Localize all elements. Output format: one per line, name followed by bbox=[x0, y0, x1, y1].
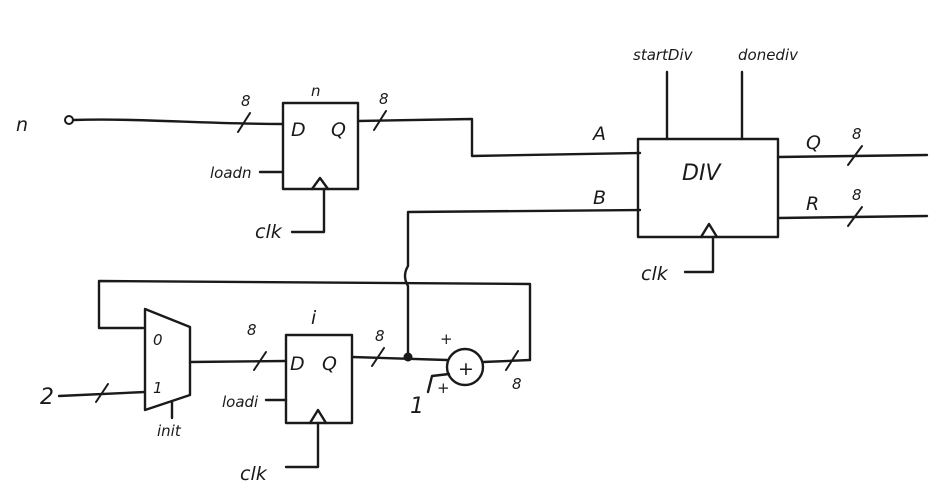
clk-label-i: clk bbox=[240, 463, 268, 485]
div-start-label: startDiv bbox=[633, 46, 694, 64]
wire-feedback-loop bbox=[97, 279, 532, 362]
register-n-port-q: Q bbox=[331, 119, 346, 141]
bus-slash-n-out bbox=[373, 110, 387, 131]
mux-shape bbox=[143, 307, 192, 412]
register-i-clock-triangle bbox=[308, 408, 328, 425]
bus-width-i-in: 8 bbox=[247, 321, 257, 339]
wire-n-input bbox=[71, 118, 285, 126]
clk-label-n: clk bbox=[255, 221, 283, 243]
register-i-title: i bbox=[311, 307, 317, 329]
bus-slash-n-in bbox=[237, 112, 251, 133]
bus-width-i-out: 8 bbox=[375, 327, 385, 345]
register-n-load-label: loadn bbox=[210, 164, 252, 182]
adder-symbol: + bbox=[458, 358, 474, 380]
div-output-q-label: Q bbox=[806, 132, 821, 154]
div-input-a-label: A bbox=[591, 123, 606, 145]
mux-input-0-label: 0 bbox=[153, 331, 163, 349]
wire-i-to-div-b bbox=[403, 208, 642, 357]
register-n-port-d: D bbox=[291, 119, 306, 141]
wire-i-q-to-adder bbox=[350, 355, 449, 362]
div-title: DIV bbox=[682, 161, 722, 186]
wire-mux-to-i bbox=[188, 359, 288, 364]
wire-div-r-out bbox=[776, 214, 929, 220]
register-n-clock-triangle bbox=[310, 176, 330, 191]
div-clock-triangle bbox=[699, 222, 719, 239]
bus-width-q: 8 bbox=[852, 125, 862, 143]
input-one-label: 1 bbox=[410, 394, 424, 419]
register-i-port-d: D bbox=[290, 353, 305, 375]
wire-div-q-out bbox=[776, 153, 929, 159]
bus-slash-q bbox=[847, 145, 863, 166]
input-two-label: 2 bbox=[40, 385, 54, 410]
bus-width-n-in: 8 bbox=[241, 92, 251, 110]
bus-width-adder-out: 8 bbox=[512, 375, 522, 393]
register-n-box bbox=[281, 101, 360, 191]
div-input-b-label: B bbox=[593, 187, 606, 209]
wire-one-to-adder bbox=[426, 372, 451, 394]
adder-circle bbox=[445, 347, 485, 387]
register-n-title: n bbox=[311, 82, 321, 100]
bus-slash-adder-out bbox=[505, 350, 519, 371]
adder-plus-bottom: + bbox=[437, 379, 450, 397]
adder-plus-top: + bbox=[440, 330, 453, 348]
junction-dot bbox=[403, 352, 413, 362]
bus-width-n-out: 8 bbox=[379, 90, 389, 108]
wire-n-q-to-div-a bbox=[356, 117, 642, 158]
div-output-r-label: R bbox=[806, 193, 819, 215]
wire-adder-out bbox=[481, 358, 532, 364]
wire-clk-div bbox=[683, 235, 715, 274]
bus-slash-two bbox=[95, 383, 109, 403]
wire-clk-i bbox=[284, 421, 320, 469]
bus-slash-r bbox=[847, 206, 863, 227]
bus-width-r: 8 bbox=[852, 186, 862, 204]
register-i-load-label: loadi bbox=[222, 393, 259, 411]
mux-control-label: init bbox=[157, 422, 182, 440]
div-box bbox=[636, 137, 780, 239]
div-done-label: donediv bbox=[738, 46, 799, 64]
clk-label-div: clk bbox=[641, 263, 669, 285]
register-i-port-q: Q bbox=[322, 353, 337, 375]
input-n-label: n bbox=[16, 114, 28, 136]
wire-clk-n bbox=[290, 187, 326, 234]
mux-input-1-label: 1 bbox=[153, 379, 163, 397]
bus-slash-i-in bbox=[253, 351, 267, 371]
bus-slash-i-out bbox=[371, 347, 385, 367]
